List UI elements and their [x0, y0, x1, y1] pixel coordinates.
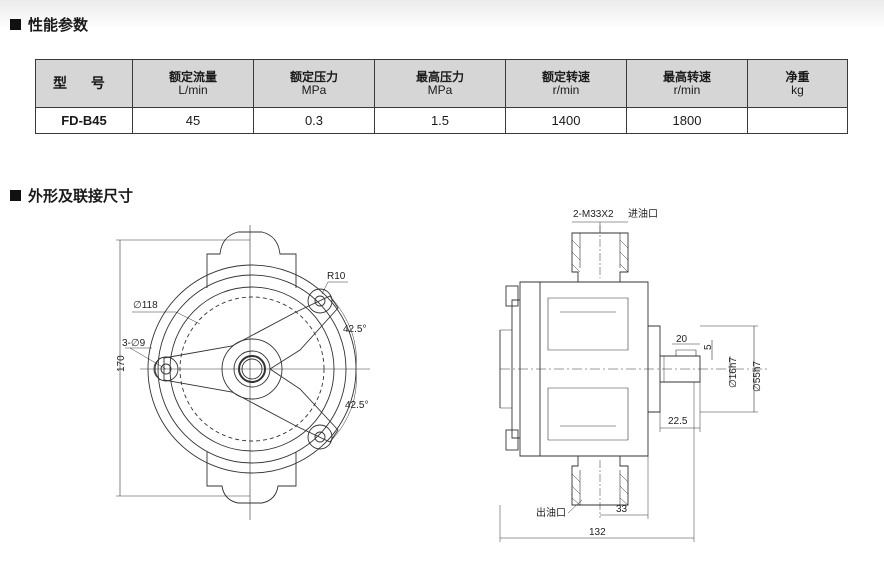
cell-weight [747, 107, 848, 134]
table-row: FD-B45 45 0.3 1.5 1400 1800 [35, 107, 848, 134]
angle-bottom-label: 42.5° [345, 400, 368, 411]
height-label: 170 [116, 355, 127, 372]
performance-title-text: 性能参数 [28, 16, 89, 34]
inlet-label: 进油口 [628, 207, 658, 220]
performance-section-title: 性能参数 [10, 14, 88, 35]
front-view [116, 225, 370, 520]
key-depth-label: 5 [703, 344, 714, 350]
dimensions-section-title: 外形及联接尺寸 [10, 185, 133, 206]
outlet-label: 出油口 [536, 506, 566, 519]
overall-length-label: 132 [589, 527, 606, 538]
outer-diameter-label: ∅118 [133, 300, 158, 311]
cell-model: FD-B45 [35, 107, 133, 134]
cell-max-pressure: 1.5 [374, 107, 506, 134]
square-bullet-icon [10, 190, 21, 201]
shaft-length-label: 22.5 [668, 416, 688, 427]
holes-label: 3-∅9 [122, 338, 146, 349]
port-offset-label: 33 [616, 504, 628, 515]
angle-top-label: 42.5° [343, 324, 366, 335]
header-model: 型 号 [35, 59, 133, 108]
cell-rated-speed: 1400 [505, 107, 627, 134]
radius-label: R10 [327, 271, 346, 282]
side-view [499, 221, 770, 542]
header-band [0, 0, 884, 30]
square-bullet-icon [10, 19, 21, 30]
pilot-diameter-label: ∅55h7 [752, 361, 763, 392]
cell-rated-pressure: 0.3 [253, 107, 375, 134]
shaft-diameter-label: ∅16h7 [728, 357, 739, 388]
dimensions-title-text: 外形及联接尺寸 [28, 187, 134, 205]
thread-label: 2-M33X2 [573, 209, 614, 220]
cell-rated-flow: 45 [132, 107, 254, 134]
cell-max-speed: 1800 [626, 107, 748, 134]
key-width-label: 20 [676, 334, 688, 345]
